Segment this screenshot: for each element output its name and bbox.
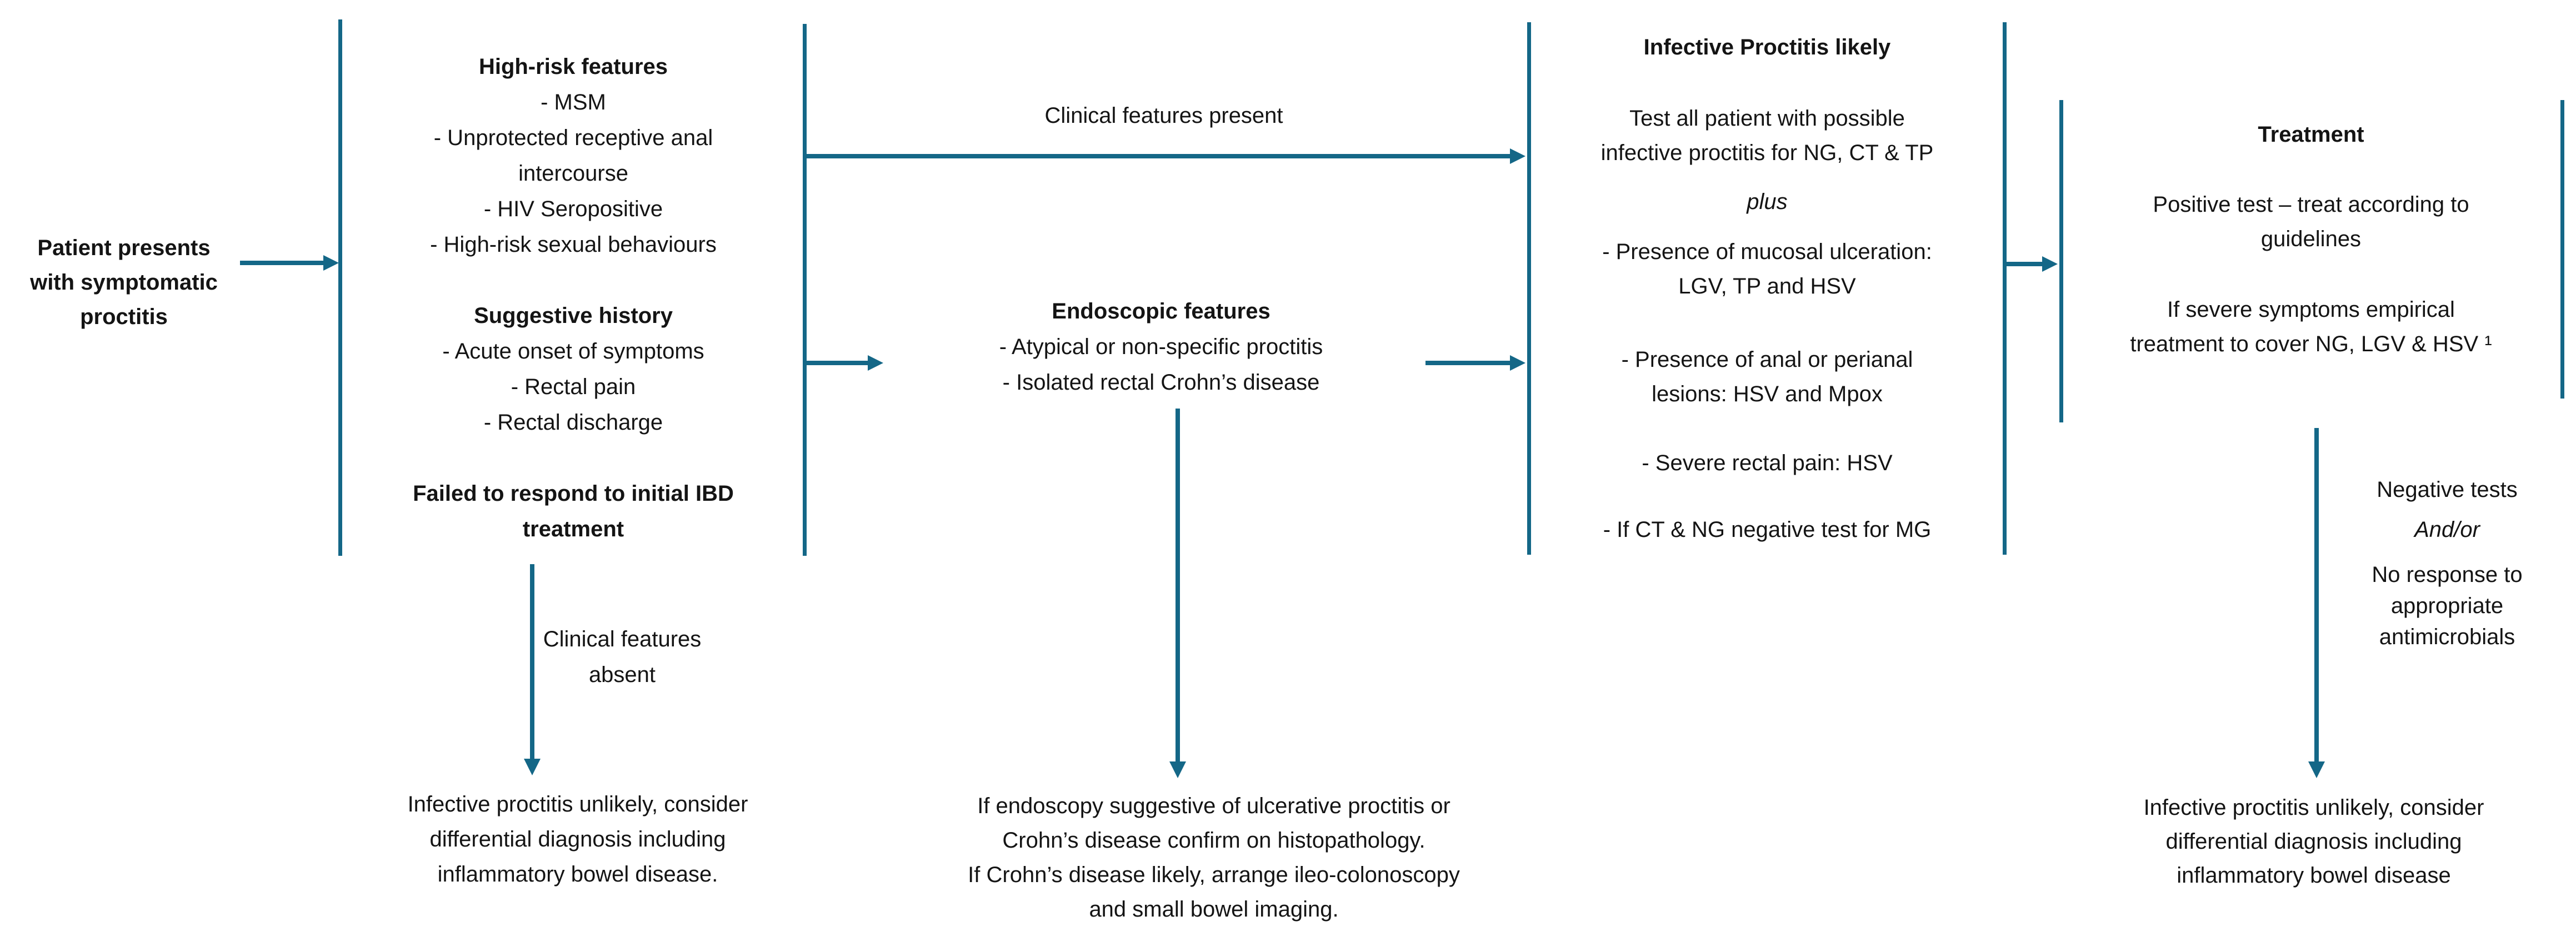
text-line: - Unprotected receptive anal [433, 126, 713, 150]
text-line: Infective proctitis unlikely, consider [2143, 795, 2484, 820]
text-line: - Presence of mucosal ulceration: [1602, 240, 1932, 264]
divider-risk-right [803, 24, 807, 556]
text-line: - If CT & NG negative test for MG [1603, 517, 1932, 542]
text-line: plus [1747, 190, 1788, 214]
failed-ibd-treatment-label: Failed to respond to initial IBD treatmen… [346, 476, 801, 547]
text-line: Crohn’s disease confirm on histopatholog… [1002, 828, 1425, 853]
and-or-label: And/or [2336, 512, 2558, 547]
treatment-title: Treatment [2080, 117, 2542, 152]
suggestive-history-list: Suggestive history - Acute onset of sympt… [346, 298, 801, 440]
outcome-left-text: Infective proctitis unlikely, consider di… [356, 787, 800, 892]
text-line: No response to [2372, 562, 2523, 587]
text-line: - High-risk sexual behaviours [430, 232, 717, 257]
high-risk-features-list: High-risk features - MSM - Unprotected rec… [346, 49, 801, 262]
outcome-right-text: Infective proctitis unlikely, consider di… [2064, 791, 2564, 893]
patient-presents-node: Patient presents with symptomatic proctiti… [4, 231, 243, 334]
arrow-shaft [1176, 409, 1180, 761]
treatment-positive-test-text: Positive test – treat according to guidel… [2080, 187, 2542, 256]
arrow-shaft [530, 564, 534, 759]
text-line: - Rectal discharge [483, 410, 663, 435]
text-line: - Acute onset of symptoms [442, 339, 704, 364]
text-line: Clinical features [543, 627, 702, 651]
text-line: High-risk features [478, 54, 668, 79]
text-line: If severe symptoms empirical [2167, 297, 2455, 322]
text-line: Failed to respond to initial IBD [413, 481, 734, 506]
clinical-features-present-label: Clinical features present [939, 98, 1389, 133]
infective-plus-label: plus [1537, 185, 1998, 219]
infective-mucosal-ulceration-item: - Presence of mucosal ulceration: LGV, TP… [1537, 235, 1998, 303]
text-line: Infective proctitis unlikely, consider [407, 792, 748, 816]
text-line: guidelines [2260, 227, 2362, 251]
negative-tests-label: Negative tests [2336, 472, 2558, 507]
arrowhead-right-icon [323, 255, 339, 271]
text-line: differential diagnosis including [2165, 829, 2462, 854]
no-response-label: No response to appropriate antimicrobials [2336, 559, 2558, 653]
text-line: infective proctitis for NG, CT & TP [1600, 141, 1934, 165]
arrowhead-right-icon [2042, 256, 2058, 272]
text-line: treatment [522, 517, 624, 541]
text-line: differential diagnosis including [429, 827, 726, 852]
text-line: appropriate [2390, 594, 2504, 618]
infective-proctitis-title: Infective Proctitis likely [1537, 30, 1998, 64]
divider-treatment-right [2560, 100, 2564, 399]
infective-mg-test-item: - If CT & NG negative test for MG [1537, 512, 1998, 547]
text-line: treatment to cover NG, LGV & HSV ¹ [2130, 332, 2492, 356]
infective-rectal-pain-item: - Severe rectal pain: HSV [1537, 446, 1998, 480]
text-line: proctitis [80, 305, 168, 329]
text-line: LGV, TP and HSV [1678, 274, 1856, 298]
infective-anal-lesions-item: - Presence of anal or perianal lesions: H… [1537, 342, 1998, 411]
text-line: inflammatory bowel disease. [437, 862, 718, 887]
text-line: absent [588, 663, 656, 687]
clinical-features-absent-label: Clinical features absent [539, 621, 706, 693]
text-line: lesions: HSV and Mpox [1652, 382, 1883, 406]
divider-infective-right [2003, 22, 2007, 555]
outcome-middle-text: If endoscopy suggestive of ulcerative pr… [881, 789, 1547, 927]
infective-test-all-text: Test all patient with possible infective … [1537, 101, 1998, 170]
arrowhead-right-icon [1510, 148, 1525, 164]
arrowhead-right-icon [868, 355, 883, 371]
text-line: intercourse [518, 161, 628, 186]
text-line: Clinical features present [1044, 103, 1283, 128]
text-line: - Rectal pain [511, 375, 636, 399]
text-line: Positive test – treat according to [2153, 192, 2469, 217]
arrow-shaft [240, 261, 323, 265]
text-line: Endoscopic features [1052, 299, 1271, 323]
divider-treatment-left [2059, 100, 2063, 422]
text-line: And/or [2414, 517, 2480, 542]
endoscopic-features-node: Endoscopic features - Atypical or non-spe… [911, 293, 1411, 400]
text-line: with symptomatic [30, 270, 218, 295]
arrow-shaft [807, 154, 1510, 158]
arrow-shaft [1425, 361, 1510, 365]
arrowhead-down-icon [2308, 761, 2325, 778]
arrow-shaft [807, 361, 868, 365]
text-line: Negative tests [2377, 477, 2518, 502]
arrowhead-right-icon [1510, 355, 1525, 371]
divider-risk-left [338, 19, 342, 556]
arrow-shaft [2007, 262, 2042, 266]
text-line: Treatment [2258, 122, 2364, 147]
text-line: - Isolated rectal Crohn’s disease [1002, 370, 1320, 395]
text-line: If Crohn’s disease likely, arrange ileo-… [968, 863, 1460, 887]
treatment-empirical-text: If severe symptoms empirical treatment to… [2080, 292, 2542, 361]
text-line: inflammatory bowel disease [2177, 863, 2451, 888]
arrow-shaft [2314, 428, 2319, 761]
arrowhead-down-icon [1169, 761, 1186, 778]
text-line: - Presence of anal or perianal [1621, 347, 1913, 372]
text-line: Test all patient with possible [1629, 106, 1905, 131]
text-line: and small bowel imaging. [1089, 897, 1339, 922]
divider-infective-left [1527, 22, 1531, 555]
text-line: Suggestive history [474, 303, 673, 328]
text-line: - Atypical or non-specific proctitis [999, 335, 1323, 359]
text-line: Infective Proctitis likely [1643, 35, 1891, 59]
text-line: - HIV Seropositive [483, 197, 663, 221]
text-line: - Severe rectal pain: HSV [1642, 451, 1893, 475]
text-line: antimicrobials [2379, 625, 2515, 649]
text-line: If endoscopy suggestive of ulcerative pr… [977, 794, 1450, 818]
text-line: Patient presents [37, 236, 211, 260]
arrowhead-down-icon [524, 759, 541, 775]
text-line: - MSM [541, 90, 606, 114]
